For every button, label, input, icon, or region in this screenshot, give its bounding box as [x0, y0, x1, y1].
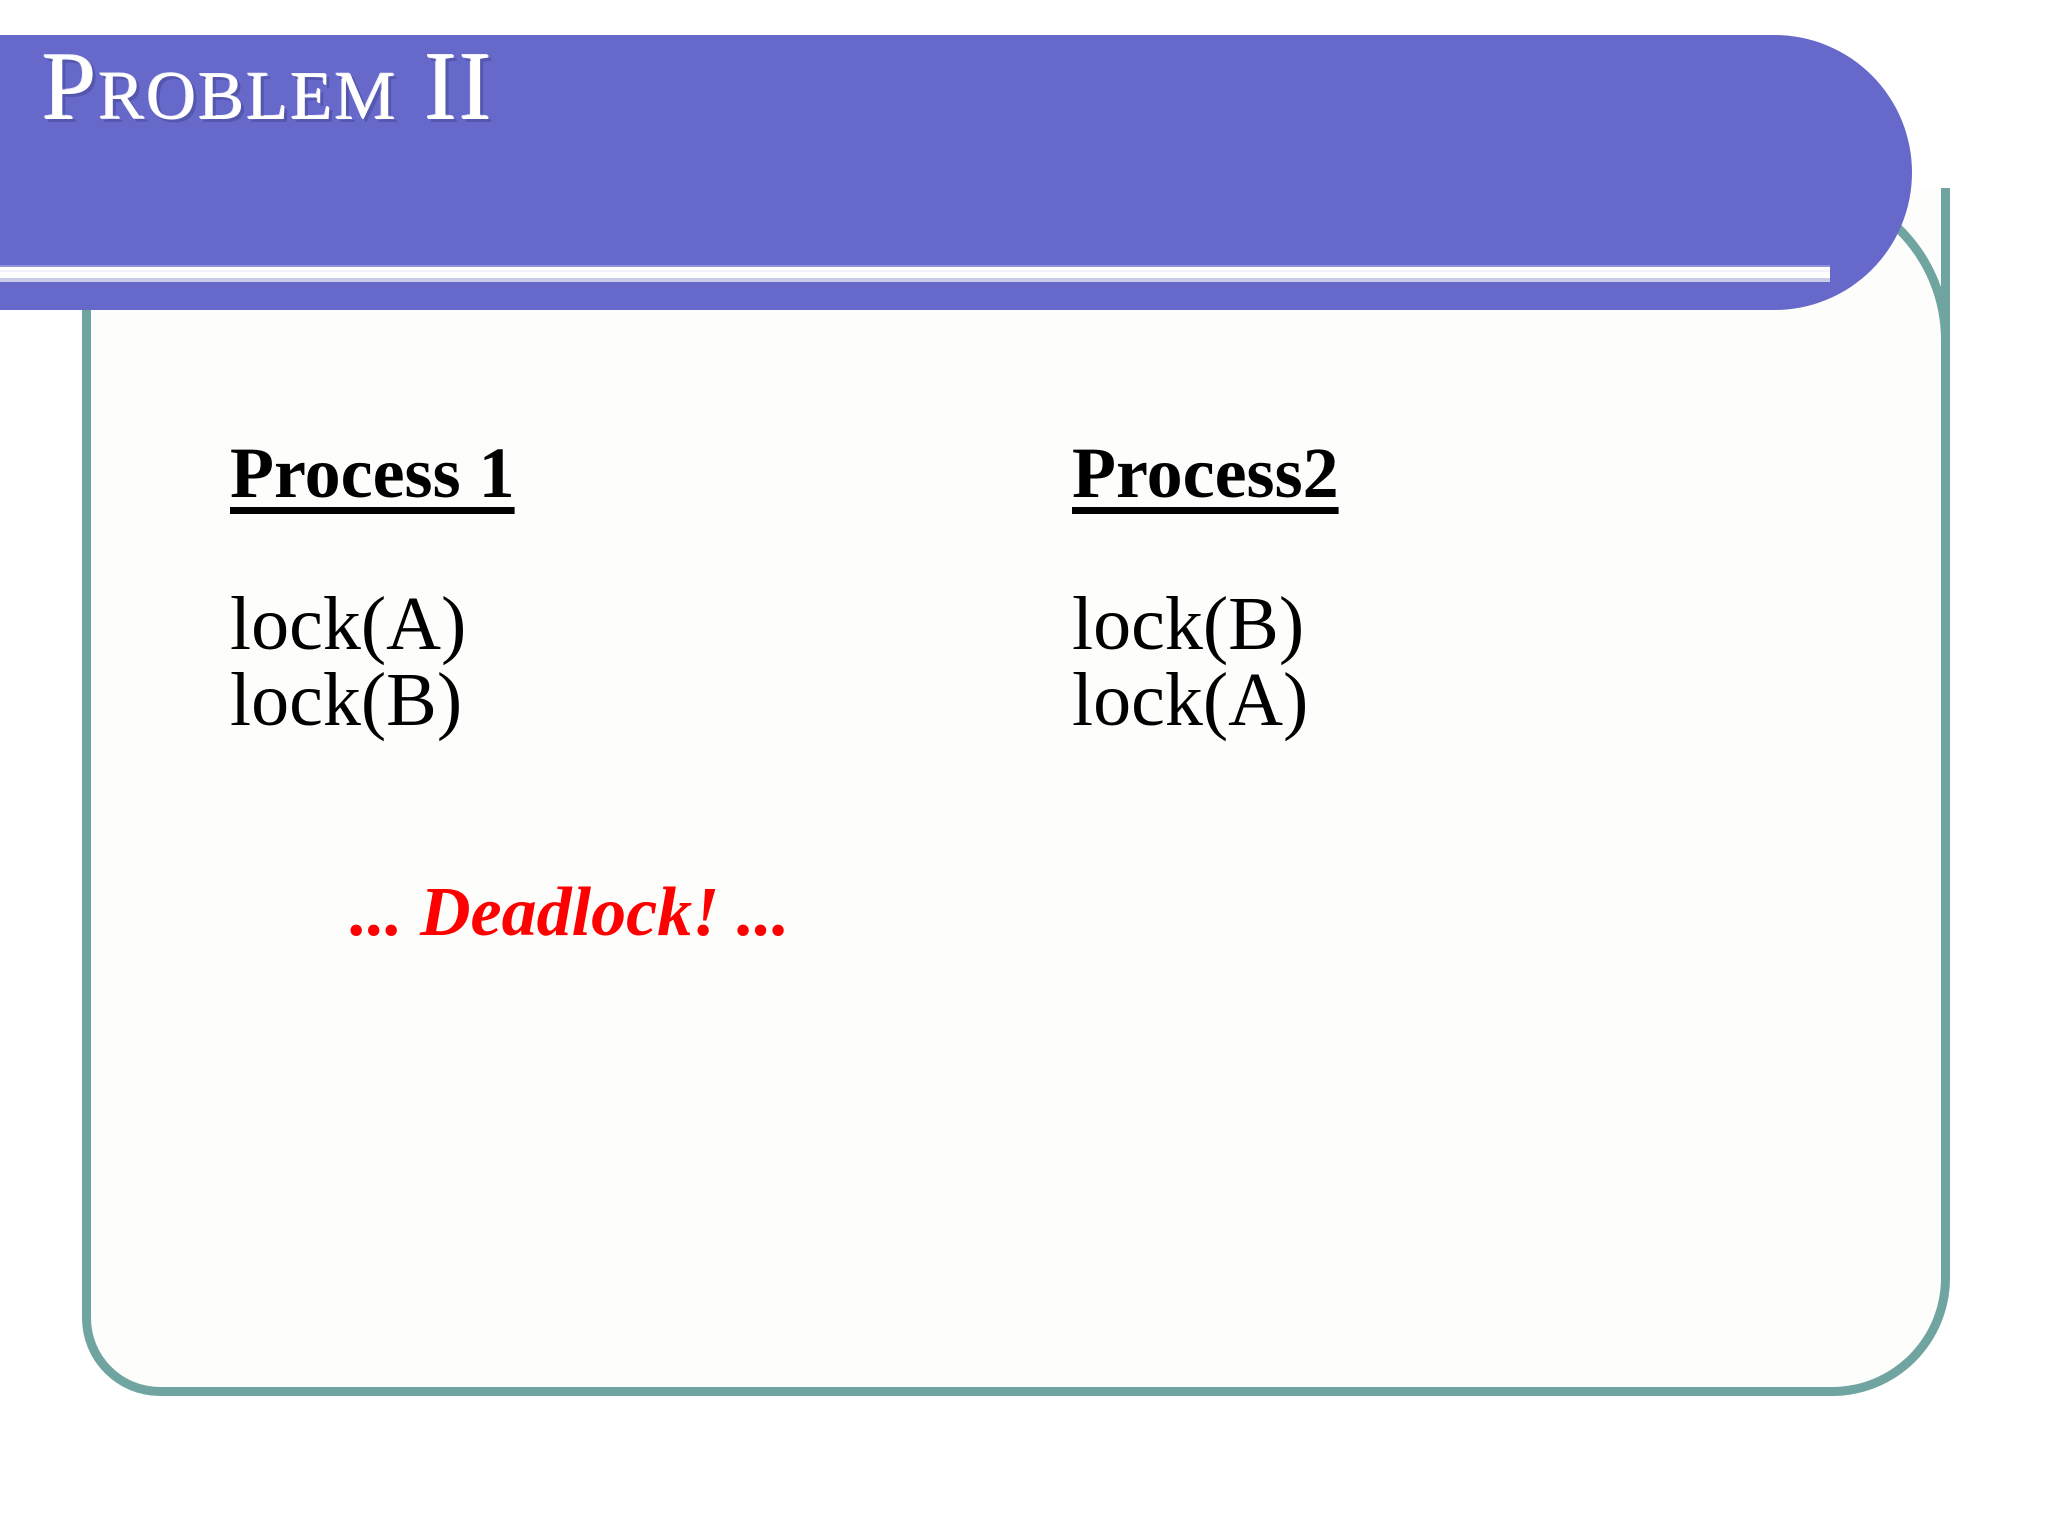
code-line: lock(A) [230, 581, 467, 666]
page-title: Problem II [42, 33, 494, 141]
process-column-1: Process 1 lock(A) lock(B) [230, 188, 515, 738]
code-line: lock(B) [1072, 581, 1305, 666]
header-band [0, 35, 1912, 310]
deadlock-note: ... Deadlock! ... [350, 874, 790, 951]
process-column-1-code: lock(A) lock(B) [230, 512, 515, 738]
process-column-2-heading: Process2 [1072, 433, 1339, 513]
header-divider-rule [0, 265, 1830, 282]
slide-body: Process 1 lock(A) lock(B) Process2 lock(… [82, 188, 1950, 1396]
process-column-2: Process2 lock(B) lock(A) [1072, 188, 1339, 738]
content-frame [82, 188, 1950, 1396]
process-column-1-heading: Process 1 [230, 433, 515, 513]
process-columns: Process 1 lock(A) lock(B) Process2 lock(… [82, 188, 1950, 1396]
code-line: lock(B) [230, 657, 463, 742]
code-line: lock(A) [1072, 657, 1309, 742]
process-column-2-code: lock(B) lock(A) [1072, 512, 1339, 738]
